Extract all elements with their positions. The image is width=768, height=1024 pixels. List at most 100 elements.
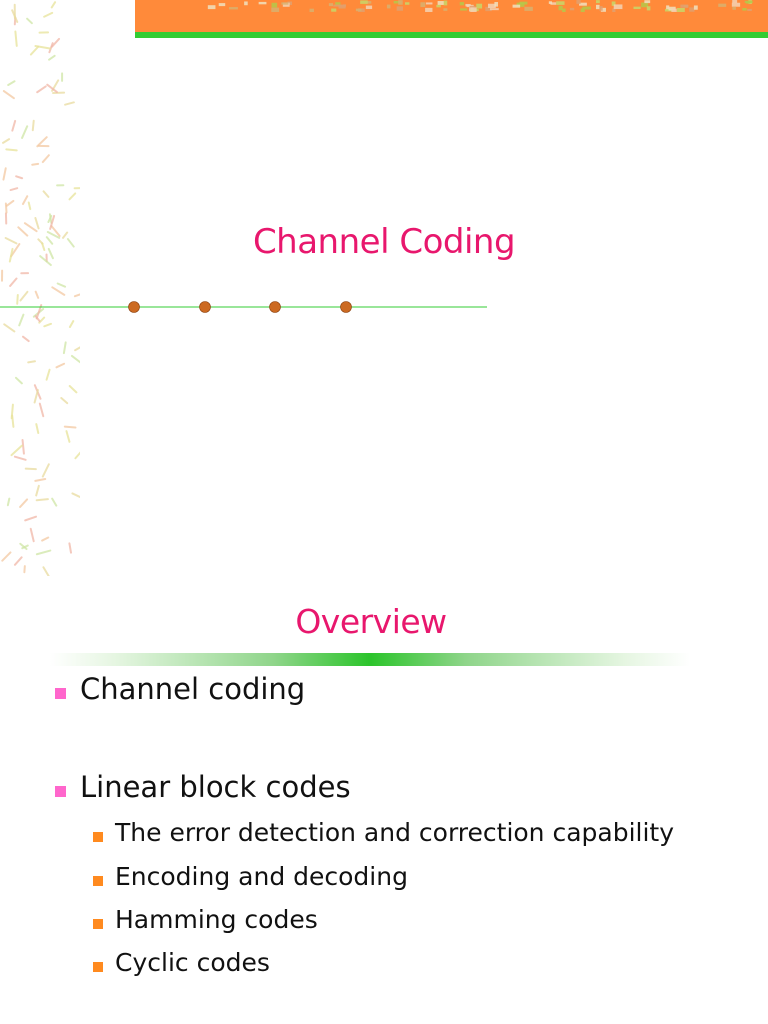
leaf-stroke	[45, 236, 54, 245]
banner-speckle	[693, 5, 698, 10]
rule-dot	[128, 301, 140, 313]
leaf-stroke	[64, 101, 75, 106]
banner-speckle	[365, 5, 373, 10]
banner-speckle	[569, 7, 575, 11]
leaf-stroke	[63, 425, 77, 429]
banner-speckle	[732, 6, 736, 10]
banner-speckle	[600, 7, 606, 12]
leaf-stroke	[23, 222, 38, 233]
leaf-stroke	[15, 175, 24, 180]
leaf-stroke	[41, 242, 46, 252]
leaf-stroke	[14, 376, 23, 385]
leaf-stroke	[29, 527, 35, 543]
leaf-stroke	[49, 214, 56, 230]
leaf-stroke	[74, 346, 80, 352]
bullet-item: Channel coding	[80, 672, 305, 706]
leaf-stroke	[48, 213, 53, 224]
banner-speckle	[460, 8, 468, 11]
sub-bullet-item: Cyclic codes	[115, 948, 270, 977]
leaf-stroke	[11, 9, 19, 23]
leaf-stroke	[41, 154, 50, 164]
leaf-stroke	[42, 566, 50, 576]
leaf-stroke	[17, 226, 29, 237]
banner-speckle	[281, 2, 289, 5]
leaf-stroke	[36, 136, 48, 148]
banner-speckle	[360, 0, 368, 4]
title-underline-rule	[0, 301, 487, 313]
leaf-stroke	[34, 217, 40, 230]
leaf-stroke	[46, 230, 61, 239]
leaf-stroke	[7, 80, 16, 86]
banner-speckle	[671, 8, 677, 12]
leaf-stroke	[31, 119, 35, 132]
banner-speckle	[271, 7, 280, 12]
banner-speckle	[516, 2, 525, 7]
banner-speckle	[425, 2, 433, 5]
leaf-stroke	[11, 119, 17, 132]
leaf-stroke	[73, 293, 80, 298]
sub-bullet-item: Encoding and decoding	[115, 862, 408, 891]
leaf-pattern-decoration	[1, 1, 80, 576]
orange-square-bullet-icon	[93, 919, 103, 929]
leaf-stroke	[48, 42, 54, 54]
sub-bullet-label: Encoding and decoding	[115, 862, 408, 891]
leaf-stroke	[14, 30, 18, 47]
leaf-stroke	[13, 556, 23, 566]
banner-speckle	[396, 6, 403, 11]
leaf-stroke	[2, 167, 7, 181]
top-banner	[135, 0, 768, 32]
banner-speckle	[582, 6, 591, 10]
rule-dot	[199, 301, 211, 313]
leaf-stroke	[36, 85, 47, 94]
leaf-stroke	[10, 444, 23, 457]
banner-speckle	[718, 3, 727, 7]
leaf-stroke	[19, 498, 29, 508]
leaf-stroke	[5, 148, 18, 152]
banner-speckle	[436, 4, 441, 8]
leaf-stroke	[68, 542, 72, 554]
banner-speckle	[425, 7, 433, 12]
leaf-stroke	[39, 255, 52, 267]
leaf-stroke	[46, 83, 58, 94]
leaf-stroke	[35, 498, 49, 502]
leaf-stroke	[24, 467, 37, 471]
banner-speckle	[556, 1, 565, 5]
sub-bullet-label: Cyclic codes	[115, 948, 270, 977]
banner-speckle	[393, 0, 401, 4]
leaf-stroke	[41, 536, 50, 542]
banner-speckle	[420, 2, 426, 8]
banner-speckle	[596, 0, 600, 4]
banner-speckle	[676, 8, 685, 12]
leaf-stroke	[13, 455, 27, 461]
banner-speckle	[309, 8, 314, 12]
banner-speckle	[641, 2, 649, 8]
leaf-stroke	[74, 451, 80, 460]
leaf-stroke	[9, 187, 19, 192]
banner-speckle	[287, 1, 293, 5]
banner-speckle	[459, 2, 465, 6]
leaf-stroke	[50, 225, 61, 237]
leaf-stroke	[1, 551, 12, 562]
banner-speckle	[258, 1, 267, 5]
leaf-stroke	[70, 354, 80, 364]
leaf-stroke	[18, 313, 25, 327]
banner-speckle	[613, 4, 623, 10]
banner-speckle	[470, 7, 477, 12]
banner-speckle	[282, 2, 290, 7]
orange-square-bullet-icon	[93, 832, 103, 842]
leaf-stroke	[34, 477, 47, 482]
leaf-stroke	[51, 497, 58, 507]
leaf-stroke	[50, 1, 57, 9]
leaf-stroke	[45, 368, 51, 381]
banner-speckle	[612, 8, 616, 12]
banner-speckle	[742, 8, 747, 11]
banner-speckle	[731, 2, 741, 7]
leaf-stroke	[22, 335, 30, 343]
leaf-stroke	[2, 90, 15, 100]
banner-speckle	[644, 0, 651, 4]
banner-speckle	[333, 4, 343, 7]
leaf-stroke	[10, 243, 21, 258]
leaf-stroke	[35, 549, 52, 556]
banner-speckle	[680, 4, 689, 8]
